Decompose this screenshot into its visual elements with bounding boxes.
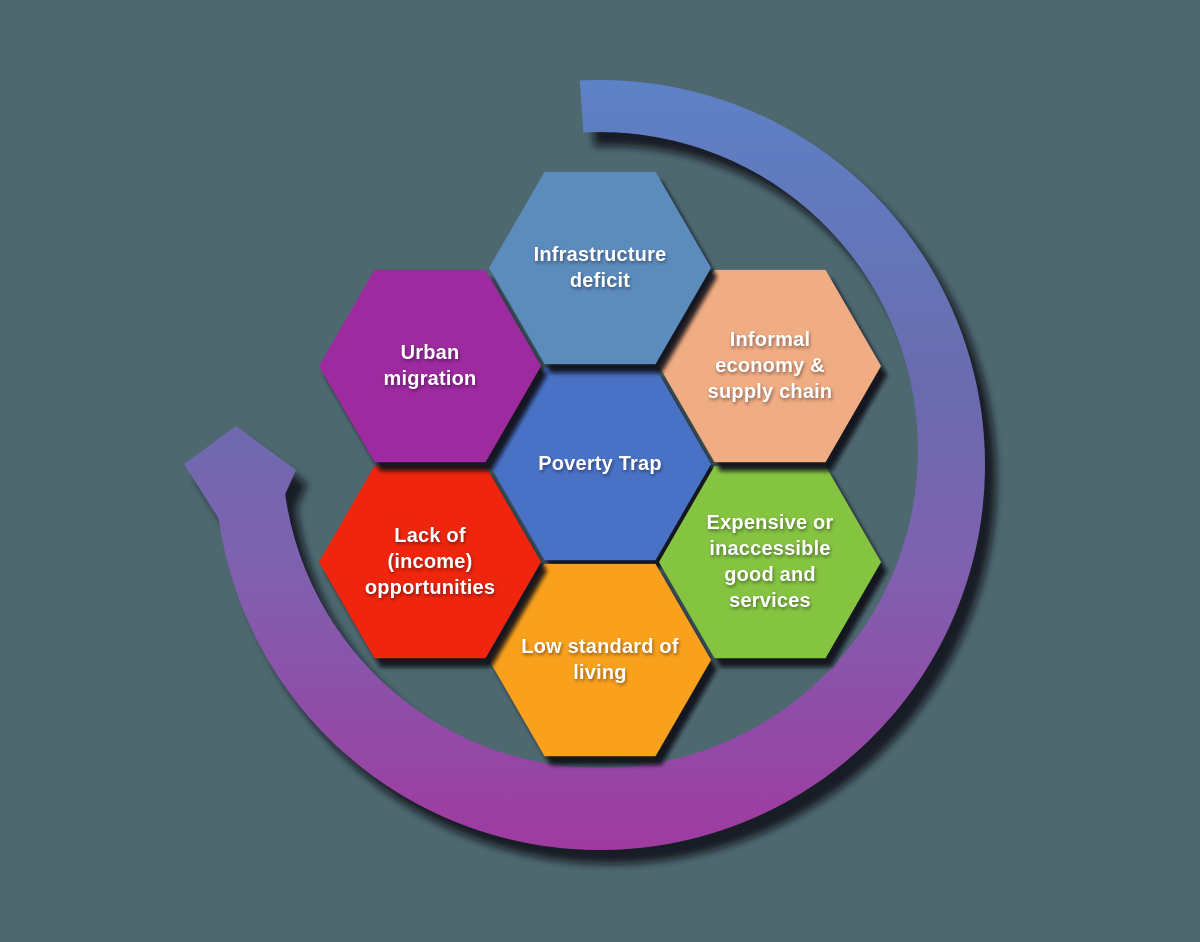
hexagon-informal-economy: [659, 269, 881, 463]
hexagon-low-standard-of-living: [489, 563, 711, 757]
label-expensive-goods: Expensive or inaccessible good and servi…: [706, 512, 834, 612]
label-lack-of-income: Lack of (income) opportunities: [364, 525, 496, 599]
label-poverty-trap: Poverty Trap: [538, 453, 662, 475]
hexagon-poverty-trap: [489, 367, 711, 561]
hexagon-lack-of-income: [319, 465, 541, 659]
label-urban-migration: Urban migration: [383, 342, 477, 390]
hexagon-infrastructure-deficit: [489, 171, 711, 365]
label-low-standard-of-living: Low standard of living: [521, 636, 679, 684]
label-informal-economy: Informal economy & supply chain: [707, 329, 833, 403]
hexagon-urban-migration: [319, 269, 541, 463]
hexagon-expensive-goods: [659, 465, 881, 659]
label-infrastructure-deficit: Infrastructure deficit: [533, 244, 667, 292]
